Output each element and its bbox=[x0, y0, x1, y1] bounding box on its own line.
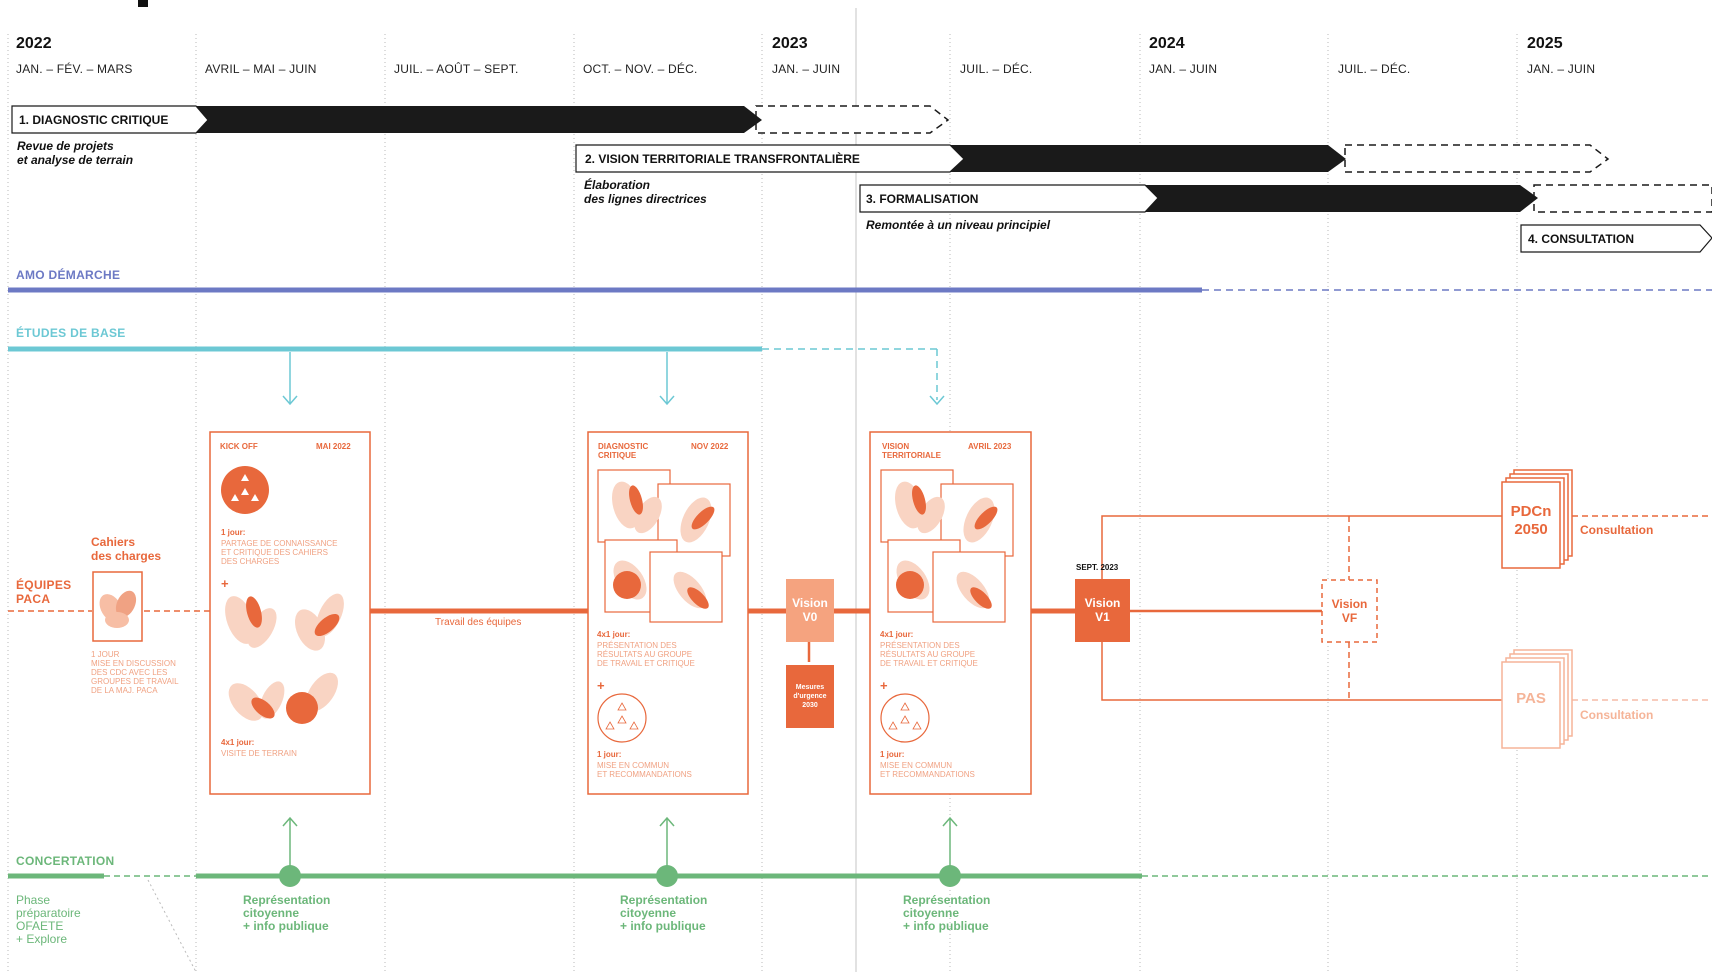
travail-label: Travail des équipes bbox=[435, 617, 522, 628]
diagnostic-icons bbox=[597, 469, 731, 743]
pas-doc-stack bbox=[1501, 649, 1573, 749]
phase-4-bar bbox=[1520, 224, 1712, 253]
cropped-title-fragment bbox=[138, 0, 148, 7]
phase-1-bar bbox=[11, 105, 950, 134]
amo-label: AMO DÉMARCHE bbox=[16, 268, 121, 282]
phase-4-label: 4. CONSULTATION bbox=[1528, 232, 1634, 246]
phase-3-label: 3. FORMALISATION bbox=[866, 192, 979, 206]
equipes-label: ÉQUIPES PACA bbox=[16, 578, 72, 606]
phase-3-bar bbox=[859, 184, 1712, 213]
cahiers-icon bbox=[92, 571, 143, 642]
kickoff-date: MAI 2022 bbox=[316, 442, 351, 451]
year-2024: 2024 bbox=[1149, 35, 1185, 52]
concertation-node bbox=[656, 865, 678, 887]
period-label: JAN. – JUIN bbox=[1527, 62, 1596, 76]
plus-icon: + bbox=[880, 678, 888, 693]
plus-icon: + bbox=[221, 576, 229, 591]
period-label: OCT. – NOV. – DÉC. bbox=[583, 62, 698, 76]
sept-2023-label: SEPT. 2023 bbox=[1076, 563, 1119, 572]
plus-icon: + bbox=[597, 678, 605, 693]
kickoff-day1: 1 jour: bbox=[221, 528, 246, 537]
etudes-label: ÉTUDES DE BASE bbox=[16, 326, 126, 340]
diagnostic-date: NOV 2022 bbox=[691, 442, 729, 451]
period-label: JUIL. – AOÛT – SEPT. bbox=[394, 62, 519, 76]
vision-day1: 4x1 jour: bbox=[880, 630, 914, 639]
period-label: JAN. – FÉV. – MARS bbox=[16, 62, 133, 76]
phase-3-desc: Remontée à un niveau principiel bbox=[866, 218, 1051, 232]
pdcn-doc-stack bbox=[1501, 469, 1573, 569]
concertation-node bbox=[279, 865, 301, 887]
period-label: JUIL. – DÉC. bbox=[960, 62, 1033, 76]
phase-2-label: 2. VISION TERRITORIALE TRANSFRONTALIÈRE bbox=[585, 152, 860, 166]
phase-1-label: 1. DIAGNOSTIC CRITIQUE bbox=[19, 113, 169, 127]
vision-icons bbox=[880, 469, 1014, 743]
kickoff-icons bbox=[221, 466, 344, 724]
period-label: AVRIL – MAI – JUIN bbox=[205, 62, 317, 76]
vision-vf-box bbox=[1321, 579, 1378, 643]
vision-date: AVRIL 2023 bbox=[968, 442, 1012, 451]
kickoff-note2: VISITE DE TERRAIN bbox=[221, 749, 297, 758]
consultation-pas-label: Consultation bbox=[1580, 708, 1654, 722]
concertation-node bbox=[939, 865, 961, 887]
concertation-label: CONCERTATION bbox=[16, 854, 115, 868]
kickoff-day2: 4x1 jour: bbox=[221, 738, 255, 747]
diagnostic-day1: 4x1 jour: bbox=[597, 630, 631, 639]
period-label: JAN. – JUIN bbox=[1149, 62, 1218, 76]
year-2023: 2023 bbox=[772, 35, 808, 52]
period-label: JUIL. – DÉC. bbox=[1338, 62, 1411, 76]
vision-v1-box bbox=[1075, 579, 1130, 642]
equipes-lines bbox=[8, 515, 1712, 701]
kickoff-title: KICK OFF bbox=[220, 442, 258, 451]
diagnostic-day2: 1 jour: bbox=[597, 750, 622, 759]
vision-v0-box bbox=[786, 579, 834, 642]
year-2022: 2022 bbox=[16, 35, 52, 52]
period-label: JAN. – JUIN bbox=[772, 62, 841, 76]
vision-day2: 1 jour: bbox=[880, 750, 905, 759]
year-2025: 2025 bbox=[1527, 35, 1563, 52]
pas-text: PAS bbox=[1516, 690, 1546, 707]
phase-2-bar bbox=[575, 144, 1610, 173]
etudes-lines bbox=[8, 346, 945, 406]
mesures-box bbox=[786, 665, 834, 728]
consultation-pdcn-label: Consultation bbox=[1580, 523, 1654, 537]
